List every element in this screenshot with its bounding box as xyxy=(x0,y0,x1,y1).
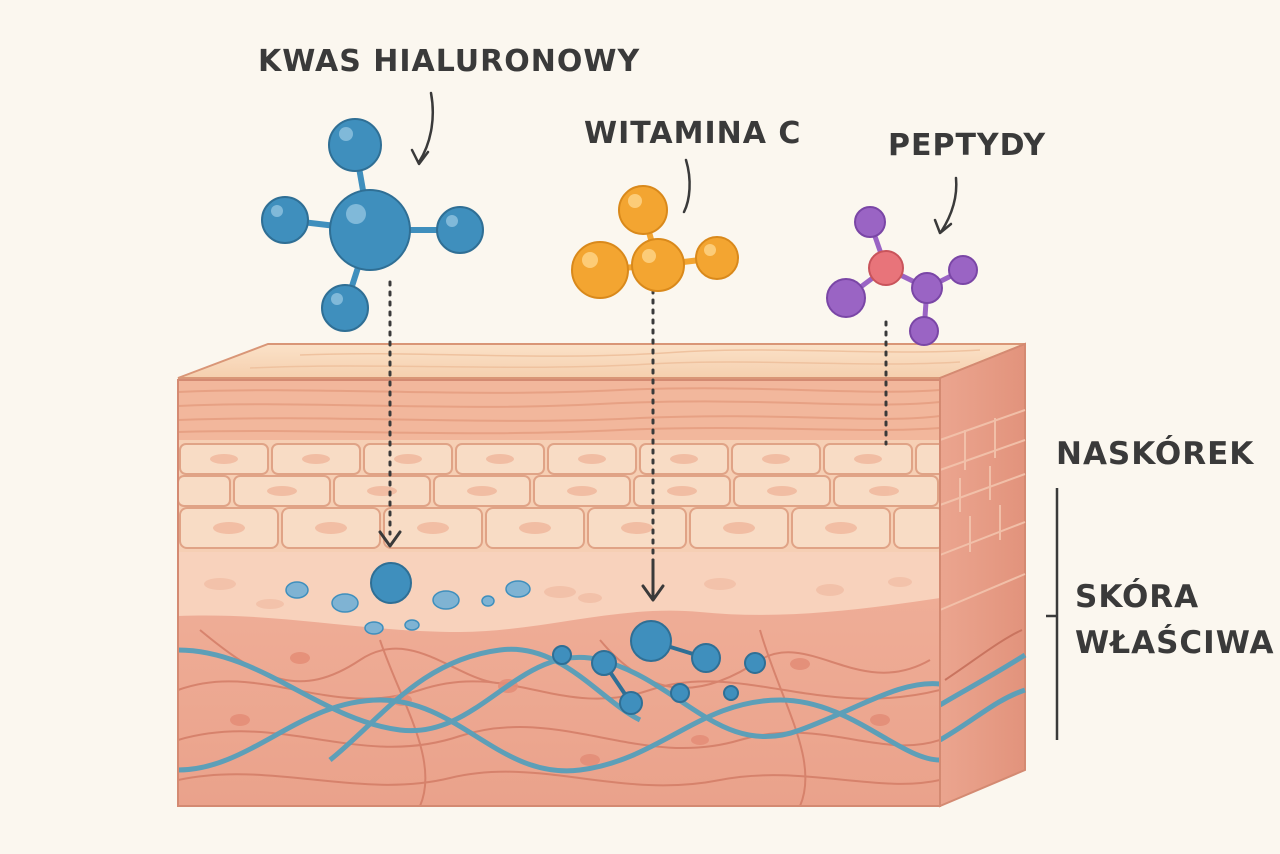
label-pointer-arrows xyxy=(410,91,958,235)
label-epidermis: NASKÓREK xyxy=(1056,436,1255,472)
hyaluronic-acid-molecule-icon xyxy=(261,118,484,332)
label-hyaluronic-acid: KWAS HIALURONOWY xyxy=(258,44,641,79)
down-arrow-icon xyxy=(641,558,665,602)
label-dermis-line1: SKÓRA xyxy=(1075,579,1200,615)
skin-side-face xyxy=(939,342,1026,808)
skin-surface xyxy=(177,343,1026,379)
epidermis-cells xyxy=(178,443,940,549)
label-vitamin-c: WITAMINA C xyxy=(584,116,802,151)
skin-block xyxy=(177,342,1027,808)
layer-bracket xyxy=(1046,488,1059,740)
label-peptides: PEPTYDY xyxy=(888,128,1047,163)
penetration-paths xyxy=(388,280,888,589)
absorbed-molecules xyxy=(552,620,766,715)
label-dermis: SKÓRA WŁAŚCIWA xyxy=(1075,574,1275,666)
hyaluronic-particles xyxy=(285,580,531,635)
hyaluronic-molecule-absorbed xyxy=(370,562,412,604)
down-arrow-icon xyxy=(378,530,402,548)
peptide-molecule-icon xyxy=(826,206,978,346)
vitamin-c-molecule-icon xyxy=(571,185,739,299)
label-dermis-line2: WŁAŚCIWA xyxy=(1075,625,1275,661)
